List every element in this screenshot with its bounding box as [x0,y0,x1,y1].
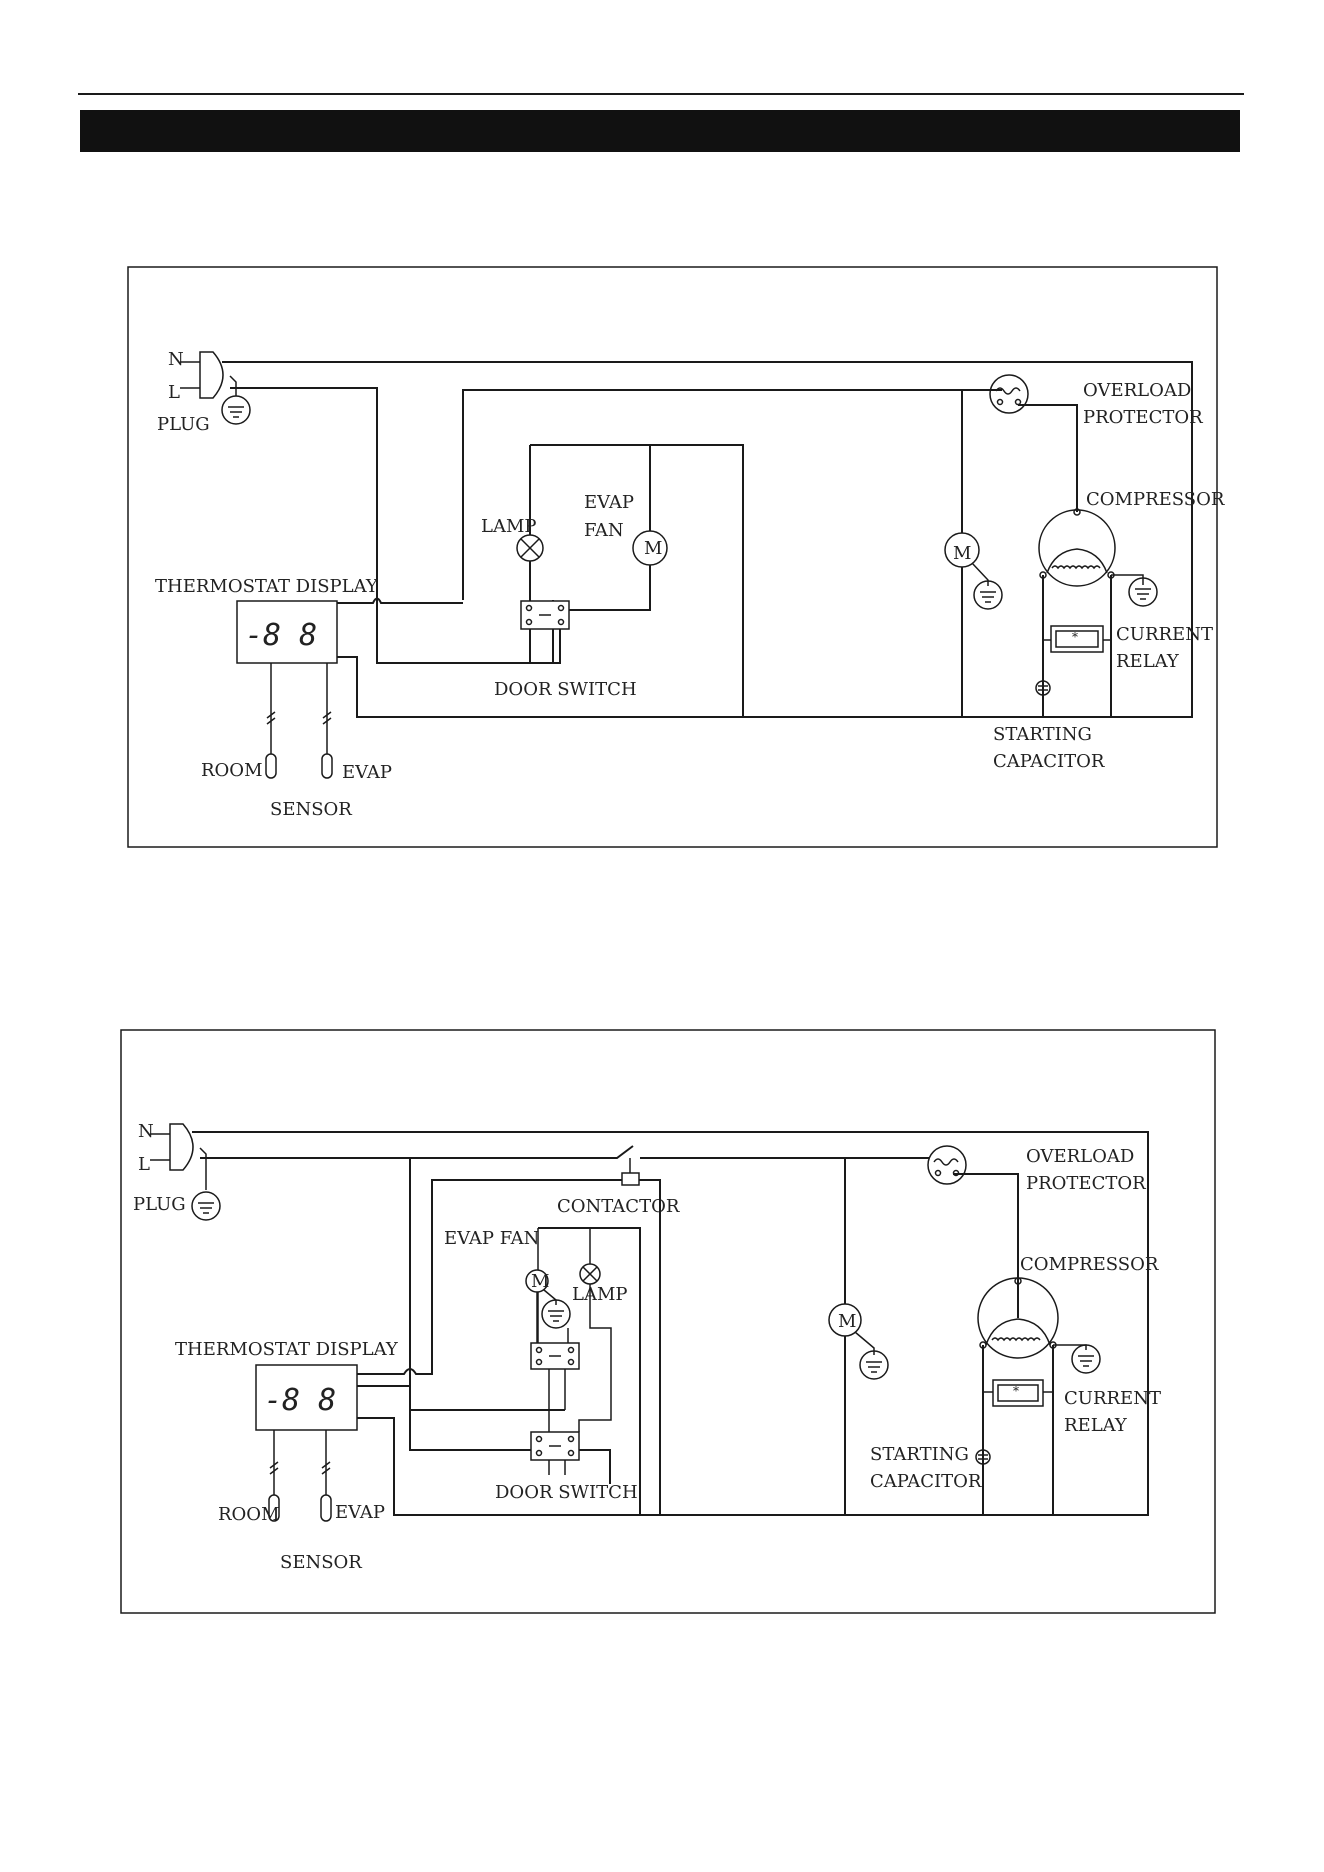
svg-text:*: * [1072,630,1078,644]
room-sensor-1 [266,754,276,778]
ground-icon [222,396,250,424]
ground-icon [860,1351,888,1379]
sensor-label-1: SENSOR [270,799,352,820]
overload-label-2: PROTECTOR [1083,407,1203,428]
evap-fan-label: EVAP FAN [444,1228,539,1249]
lamp-label-2: LAMP [572,1284,628,1305]
thermostat-lcd: -8 8 [264,1383,336,1418]
evap-label-2: EVAP [335,1502,385,1523]
capacitor-label-2: CAPACITOR [870,1471,982,1492]
evap-sensor-2 [321,1495,331,1521]
current-relay-1: * [1051,626,1103,652]
evap-label-1: EVAP [342,762,392,783]
relay-label-2: RELAY [1064,1415,1128,1436]
n-label: N [138,1121,154,1142]
compressor-1 [1039,509,1115,586]
compressor-label-1: COMPRESSOR [1086,489,1225,510]
evap-fan-motor-1: M [633,531,667,565]
evap-fan-motor-2: M [526,1270,549,1292]
svg-text:*: * [1013,1384,1019,1398]
door-switch-2 [531,1432,579,1460]
room-label-2: ROOM [218,1504,280,1525]
overload-label-2: PROTECTOR [1026,1173,1146,1194]
overload-protector-1 [990,375,1028,413]
contactor-2 [622,1158,639,1185]
thermostat-label-2: THERMOSTAT DISPLAY [175,1339,399,1360]
capacitor-label-2: CAPACITOR [993,751,1105,772]
plug-label: PLUG [157,414,210,435]
evap-sensor-1 [322,754,332,778]
overload-protector-2 [928,1146,966,1184]
sensor-label-2: SENSOR [280,1552,362,1573]
door-switch-label-2: DOOR SWITCH [495,1482,638,1503]
overload-label-1: OVERLOAD [1083,380,1191,401]
n-label: N [168,349,184,370]
fan-motor-label: M [644,538,662,559]
capacitor-label-1: STARTING [993,724,1092,745]
lamp-1 [517,535,543,561]
overload-label-1: OVERLOAD [1026,1146,1134,1167]
motor-label: M [953,543,971,564]
diagram-2-frame [121,1030,1215,1613]
l-label: L [168,382,180,403]
ground-icon [192,1192,220,1220]
condenser-fan-motor-1: M [945,533,979,567]
current-relay-2: * [993,1380,1043,1406]
room-label-1: ROOM [201,760,263,781]
thermostat-label-1: THERMOSTAT DISPLAY [155,576,379,597]
door-switch-1 [521,601,569,629]
thermostat-display-2: -8 8 [256,1365,357,1430]
lamp-2 [580,1264,600,1284]
lamp-label: LAMP [481,516,537,537]
contact-switch-2 [531,1343,579,1369]
compressor-label-2: COMPRESSOR [1020,1254,1159,1275]
relay-label-1: CURRENT [1116,624,1213,645]
door-switch-label-1: DOOR SWITCH [494,679,637,700]
diagram-2: N L PLUG CONTACTOR OVERLOAD PROTECTOR [121,1030,1215,1613]
relay-label-2: RELAY [1116,651,1180,672]
relay-label-1: CURRENT [1064,1388,1161,1409]
plug-label: PLUG [133,1194,186,1215]
condenser-fan-motor-2: M [829,1304,861,1336]
fan-motor-label: M [531,1271,549,1292]
diagram-1: N L PLUG OVERLOAD PROTECTOR COMPRESSOR [128,267,1225,847]
thermostat-display-1: -8 8 [237,601,337,663]
evap-fan-label-1: EVAP [584,492,634,513]
thermostat-lcd: -8 8 [245,618,317,653]
l-label: L [138,1154,150,1175]
evap-fan-label-2: FAN [584,520,624,541]
capacitor-label-1: STARTING [870,1444,969,1465]
motor-label: M [838,1311,856,1332]
contactor-label: CONTACTOR [557,1196,680,1217]
